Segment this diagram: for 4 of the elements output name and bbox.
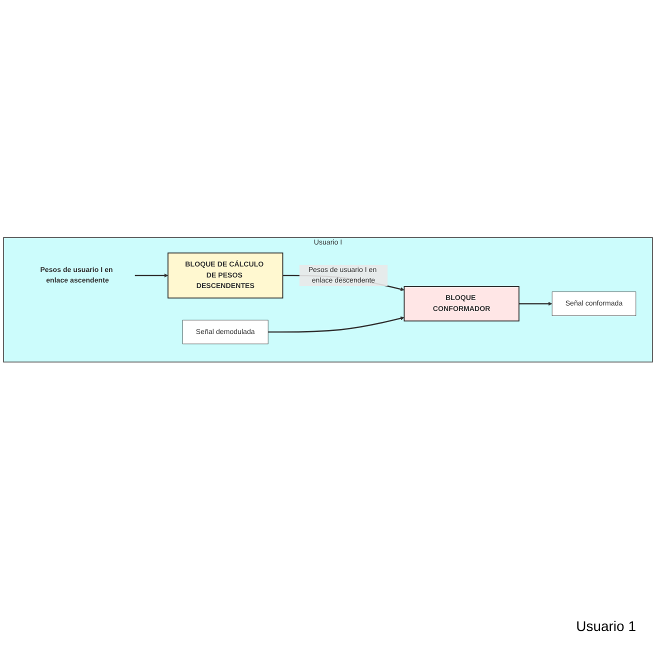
arrow [134, 274, 168, 278]
frame-label: Usuario 1 [576, 618, 636, 634]
arrow [268, 316, 404, 333]
arrow [518, 302, 552, 306]
